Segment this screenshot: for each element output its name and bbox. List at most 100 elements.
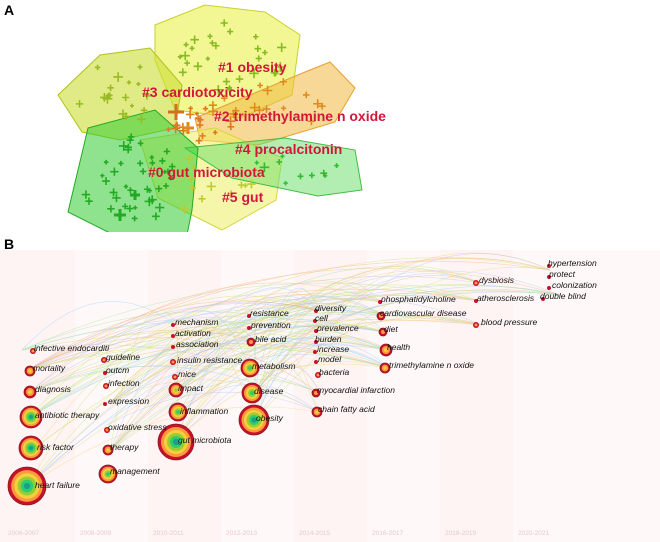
- keyword-node: [314, 360, 318, 364]
- panel-b-letter: B: [4, 236, 15, 252]
- cluster-node: [225, 116, 236, 126]
- keyword-label: infection: [108, 378, 140, 388]
- cluster-node: [202, 106, 209, 112]
- cluster-node: [144, 196, 155, 207]
- link: [253, 273, 481, 395]
- keyword-node: [238, 404, 270, 436]
- cluster-node: [188, 106, 193, 111]
- cluster-node: [313, 99, 323, 109]
- keyword-node: [313, 350, 317, 354]
- cluster-node: [220, 19, 228, 27]
- cluster-node: [129, 103, 134, 108]
- keyword-node: [101, 357, 107, 363]
- link: [179, 270, 561, 391]
- keyword-node: [315, 372, 321, 378]
- keyword-node: [103, 383, 109, 389]
- keyword-label: outcm: [106, 365, 129, 375]
- keyword-label: trimethylamine n oxide: [389, 360, 474, 370]
- cluster-node: [189, 45, 195, 51]
- link: [253, 275, 481, 395]
- cluster-node: [163, 183, 169, 189]
- cluster-area-procalcitonin: [183, 137, 363, 197]
- cluster-node: [178, 68, 187, 77]
- cluster-node: [249, 102, 260, 113]
- year-label: 2016-2017: [372, 530, 403, 537]
- link: [179, 296, 386, 391]
- keyword-node: [541, 297, 545, 301]
- keyword-node: [168, 382, 184, 398]
- cluster-node: [262, 85, 273, 96]
- cluster-node: [334, 163, 340, 169]
- link: [109, 294, 386, 405]
- cluster-node: [110, 167, 119, 176]
- cluster-node: [184, 60, 190, 66]
- keyword-node: [378, 300, 382, 304]
- keyword-label: mechanism: [175, 317, 218, 327]
- cluster-node: [75, 100, 84, 108]
- keyword-label: antibiotic therapy: [35, 410, 100, 420]
- cluster-node: [198, 195, 206, 203]
- year-label: 2020-2021: [518, 530, 549, 537]
- keyword-node: [314, 309, 318, 313]
- keyword-node: [157, 423, 195, 461]
- cluster-node: [126, 136, 134, 144]
- cluster-node: [226, 86, 232, 92]
- cluster-node: [102, 177, 110, 185]
- link: [174, 311, 385, 443]
- keyword-node: [103, 402, 107, 406]
- keyword-node: [103, 371, 107, 375]
- cluster-node: [118, 109, 128, 119]
- cluster-node: [155, 202, 165, 213]
- keyword-node: [170, 359, 176, 365]
- cluster-node: [227, 190, 235, 198]
- cluster-node: [147, 188, 153, 194]
- cluster-label-gut: #5 gut: [222, 189, 264, 205]
- cluster-node: [279, 78, 287, 86]
- keyword-label: prevalence: [316, 323, 359, 333]
- cluster-node: [107, 205, 115, 213]
- keyword-node: [240, 358, 260, 378]
- cluster-node: [253, 34, 259, 40]
- cluster-label-trimethylamine: #2 trimethylamine n oxide: [214, 108, 386, 124]
- keyword-node: [247, 314, 251, 318]
- cluster-node: [243, 183, 248, 188]
- keyword-node: [473, 322, 479, 328]
- link: [21, 301, 177, 351]
- link: [107, 391, 319, 426]
- year-label: 2010-2011: [153, 530, 184, 537]
- cluster-node: [185, 110, 195, 119]
- keyword-label: increase: [317, 344, 349, 354]
- link: [179, 287, 321, 391]
- cluster-node: [131, 215, 138, 222]
- keyword-label: cell: [315, 313, 329, 323]
- link: [254, 281, 381, 422]
- cluster-node: [213, 85, 223, 95]
- cluster-node: [177, 54, 183, 60]
- keyword-node: [547, 286, 551, 290]
- link: [29, 343, 390, 393]
- link: [109, 304, 321, 452]
- link: [109, 325, 385, 405]
- keyword-label: myocardial infarction: [317, 385, 395, 395]
- keyword-label: blood pressure: [481, 317, 538, 327]
- cluster-node: [254, 160, 259, 165]
- link: [109, 284, 481, 452]
- cluster-node: [235, 75, 244, 83]
- keyword-node: [18, 435, 44, 461]
- cluster-node: [122, 203, 129, 210]
- keyword-label: phosphatidylcholine: [380, 294, 456, 304]
- keyword-node: [379, 362, 391, 374]
- cluster-node: [257, 82, 263, 89]
- keyword-node: [311, 406, 323, 418]
- cluster-label-gut-microbiota: #0 gut microbiota: [148, 164, 265, 180]
- cluster-node: [302, 91, 310, 99]
- cluster-node: [229, 109, 238, 119]
- cluster-node: [281, 105, 287, 111]
- timeline-keyword-map: 2006-2007 2008-2009 2010-2011 2012-2013 …: [0, 250, 660, 542]
- link: [27, 319, 483, 487]
- cluster-node: [136, 82, 141, 87]
- cluster-node: [190, 35, 199, 44]
- link: [109, 298, 381, 452]
- cluster-node: [118, 141, 129, 151]
- cluster-node: [122, 93, 130, 102]
